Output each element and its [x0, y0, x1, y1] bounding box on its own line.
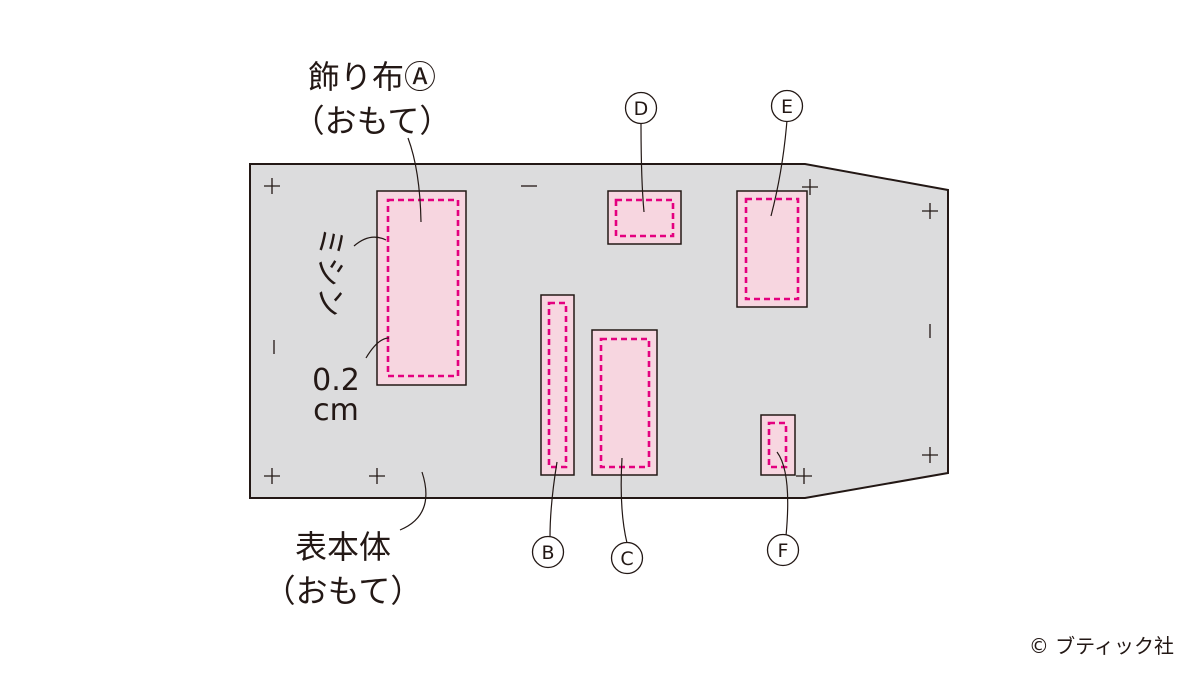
piece-e: [736, 190, 808, 308]
leader-line-body: [399, 471, 427, 531]
main-body-label: 表本体: [295, 528, 391, 566]
registration-marks: [264, 178, 938, 484]
stitch-value: 0.2: [312, 363, 360, 398]
stitch-unit: cm: [313, 393, 359, 428]
leader-line-a: [407, 137, 422, 223]
callout-b-letter: B: [541, 542, 554, 564]
callout-c: C: [610, 541, 644, 575]
leader-line-e: [770, 119, 788, 217]
callout-b: B: [531, 535, 565, 569]
plus-mark: [796, 468, 812, 484]
callout-d-letter: D: [634, 98, 649, 120]
plus-mark: [264, 178, 280, 194]
plus-mark: [264, 468, 280, 484]
leader-line-b: [549, 461, 558, 538]
piece-f: [760, 414, 796, 476]
plus-mark: [922, 203, 938, 219]
piece-d: [607, 190, 682, 245]
piece-a: [376, 190, 467, 386]
plus-mark: [922, 447, 938, 463]
leader-line-d: [640, 121, 645, 213]
piece-c: [591, 329, 658, 476]
stitch-label: ミシン: [312, 227, 347, 317]
leader-line-stitch-bottom: [365, 337, 390, 359]
leader-line-stitch-top: [353, 236, 387, 247]
plus-mark: [802, 179, 818, 195]
decor-fabric-side-label: （おもて）: [293, 102, 452, 140]
callout-f-letter: F: [778, 540, 789, 562]
callout-e-letter: E: [781, 96, 793, 118]
callout-e: E: [770, 89, 804, 123]
main-body-side-label: （おもて）: [264, 572, 423, 610]
callout-c-letter: C: [620, 548, 633, 570]
leader-line-c: [620, 457, 628, 544]
decor-fabric-label: 飾り布Ⓐ: [308, 58, 436, 96]
leader-line-f: [776, 451, 789, 537]
copyright-notice: © ブティック社: [1028, 634, 1174, 658]
piece-b: [540, 294, 575, 476]
plus-mark: [369, 468, 385, 484]
callout-d: D: [624, 91, 658, 125]
leader-lines: [353, 119, 789, 544]
callout-f: F: [766, 533, 800, 567]
